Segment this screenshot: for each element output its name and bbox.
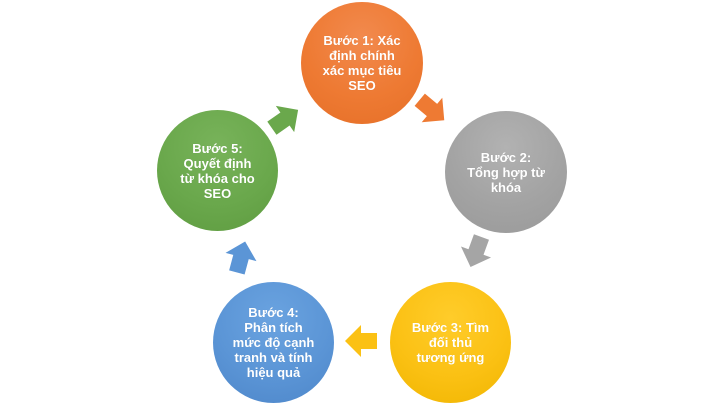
arrow-up-right-icon — [260, 94, 310, 144]
step-2-circle: Bước 2: Tổng hợp từ khóa — [445, 111, 567, 233]
step-1-label: Bước 1: Xác định chính xác mục tiêu SEO — [322, 33, 402, 93]
arrow-down-left-icon — [453, 229, 499, 275]
step-5-label: Bước 5: Quyết định từ khóa cho SEO — [180, 140, 255, 201]
step-4-label: Bước 4: Phân tích mức độ cạnh tranh và t… — [232, 305, 315, 380]
arrow-up-icon — [219, 235, 263, 279]
step-3-label: Bước 3: Tìm đối thủ tương ứng — [411, 320, 490, 365]
step-1-circle: Bước 1: Xác định chính xác mục tiêu SEO — [301, 2, 423, 124]
arrow-down-right-icon — [407, 85, 458, 136]
step-4-circle: Bước 4: Phân tích mức độ cạnh tranh và t… — [213, 282, 334, 403]
step-2-label: Bước 2: Tổng hợp từ khóa — [467, 149, 545, 195]
arrow-left-icon — [343, 323, 379, 359]
step-5-circle: Bước 5: Quyết định từ khóa cho SEO — [157, 110, 278, 231]
step-3-circle: Bước 3: Tìm đối thủ tương ứng — [390, 282, 511, 403]
